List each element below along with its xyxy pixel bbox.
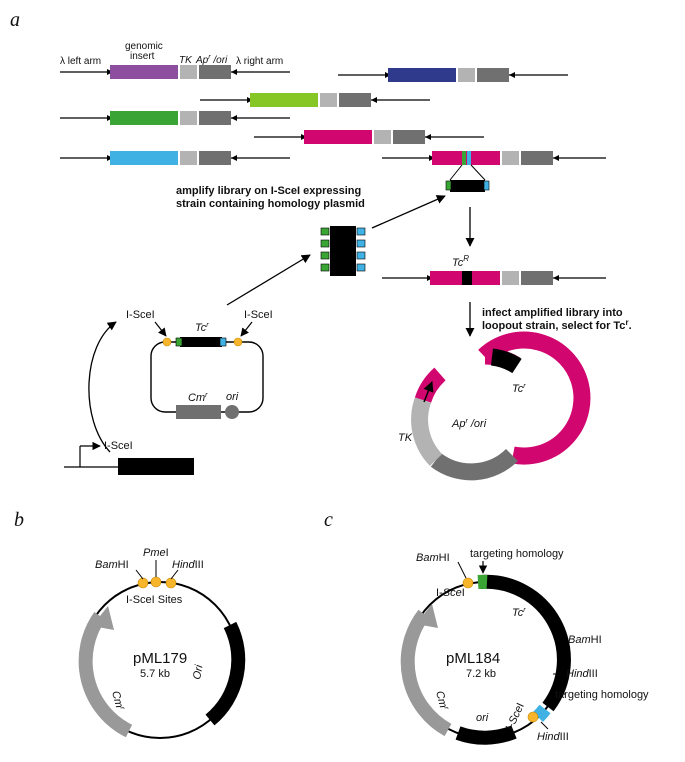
tk-label: TK (179, 55, 193, 66)
homology-plasmid: Tcr Cmr ori (150, 322, 264, 419)
b-cm-label: Cmr (109, 690, 126, 713)
hindiii-site-c (527, 711, 539, 723)
plasmid-pml184: BamHI targeting homology I-SceI Tcr BamH… (400, 548, 649, 745)
plasmid-ori-label: ori (226, 391, 239, 403)
tcr-top-label: TcR (452, 254, 469, 269)
b-sites-label: I-SceI Sites (126, 594, 183, 606)
genomic-insert-label-1: genomic (125, 41, 163, 52)
clone-row-purple (60, 65, 290, 79)
hindiii-site-b (165, 577, 177, 589)
c-cm-label: Cmr (433, 690, 450, 713)
panel-a-letter: a (10, 9, 20, 31)
panel-c-letter: c (324, 509, 333, 531)
clone-row-green (60, 111, 290, 125)
clone-row-lime (200, 93, 430, 107)
amplify-text-1: amplify library on I-SceI expressing (176, 185, 361, 197)
isce-right-arrow (240, 321, 253, 337)
b-bamhi-label: BamHI (95, 559, 129, 571)
clone-row-navy (338, 68, 568, 82)
lambda-right-arm-label: λ right arm (236, 56, 283, 67)
isce-left-label: I-SceI (126, 309, 155, 321)
b-hindiii-label: HindIII (172, 559, 204, 571)
c-targeting-top-label: targeting homology (470, 548, 564, 560)
b-ori-label: Ori (191, 663, 205, 680)
plasmid-pml179: BamHI PmeI HindIII I-SceI Sites pML179 5… (78, 547, 246, 739)
c-targeting-bottom-label: targeting homology (555, 689, 649, 701)
c-bamhi-right-label: BamHI (568, 634, 602, 646)
plasmid-tc-label: Tcr (195, 322, 209, 334)
loop-apr-label: Apr /ori (451, 418, 487, 430)
isce-gene-label: I-SceI (104, 440, 133, 452)
bamhi-site-c (462, 577, 474, 589)
c-bamhi-top-label: BamHI (416, 552, 450, 564)
c-ori-label: ori (476, 712, 489, 724)
clone-row-magenta (254, 130, 484, 144)
b-pmei-label: PmeI (143, 547, 169, 559)
loop-tc-label: Tcr (512, 383, 526, 395)
isce-site-left (162, 337, 172, 347)
clone-row-cyan (60, 151, 290, 165)
apr-ori-label: Apr /ori (195, 54, 228, 66)
clone-library: λ left arm genomic insert TK Apr /ori λ … (60, 41, 606, 192)
infect-text-1: infect amplified library into (482, 307, 623, 319)
genomic-insert-label-2: insert (130, 51, 155, 62)
c-hindiii-right-label: HindIII (566, 668, 598, 680)
c-tc-label: Tcr (512, 607, 526, 619)
c-plasmid-size: 7.2 kb (466, 668, 496, 680)
pmei-site-b (150, 576, 162, 588)
isce-site-right (233, 337, 243, 347)
loop-tk-label: TK (398, 432, 413, 444)
c-hindiii-bottom-label: HindIII (537, 731, 569, 743)
infect-text-2: loopout strain, select for Tcr. (482, 318, 632, 332)
panel-b-letter: b (14, 509, 24, 531)
amplify-text-2: strain containing homology plasmid (176, 198, 365, 210)
arrow-to-recombination (371, 195, 446, 229)
lambda-left-arm-label: λ left arm (60, 56, 101, 67)
isce-gene: I-SceI (64, 440, 194, 475)
isce-right-label: I-SceI (244, 309, 273, 321)
bamhi-site-b (137, 577, 149, 589)
loopout-plasmid: Tcr TK Apr /ori (398, 331, 591, 481)
c-isce-top-label: I-SceI (436, 587, 465, 599)
isce-left-arrow (154, 321, 167, 337)
b-plasmid-size: 5.7 kb (140, 668, 170, 680)
clone-row-magenta-homology (382, 151, 606, 192)
isce-expression-arrow (88, 321, 117, 453)
recombined-clone: TcR (382, 254, 606, 285)
arrow-to-cassette (226, 254, 311, 306)
plasmid-cm-label: Cmr (188, 392, 208, 404)
c-plasmid-name: pML184 (446, 650, 500, 667)
linear-cassette (320, 226, 366, 276)
b-plasmid-name: pML179 (133, 650, 187, 667)
